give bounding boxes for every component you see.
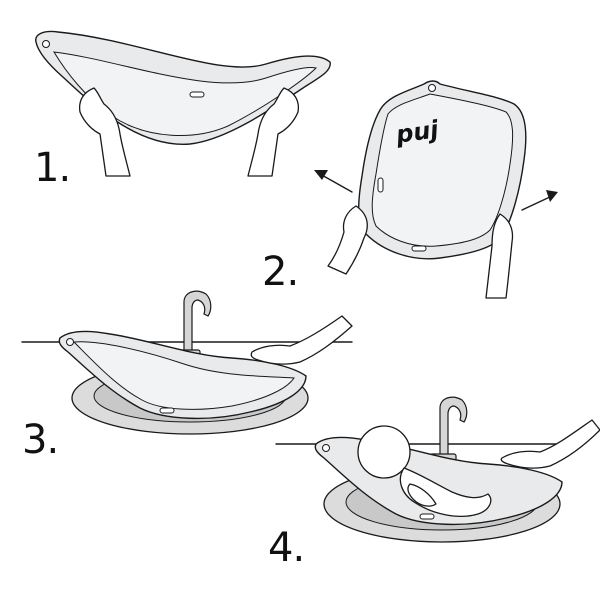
right-pull-arrowhead: [546, 190, 558, 202]
left-hand-step-2: [327, 205, 368, 275]
step-4-hand: [500, 419, 600, 469]
right-hand-step-1: [247, 87, 300, 177]
right-hand-step-2: [485, 213, 514, 299]
step-2-illustration: [314, 80, 558, 299]
step-4-number: 4.: [268, 525, 305, 571]
step-1-hang-hole: [42, 40, 50, 48]
step-2-side-slot: [377, 177, 384, 193]
step-1-drain-slot: [189, 91, 205, 98]
baby-head: [357, 425, 411, 479]
step-4-illustration: [275, 396, 600, 543]
step-2-number: 2.: [262, 249, 299, 295]
brand-logo: puj: [394, 115, 441, 149]
step-3-illustration: [21, 290, 353, 435]
step-2-drain-slot: [411, 245, 427, 252]
step-3-faucet: [183, 290, 212, 357]
step-3-tub-inner-rim: [72, 341, 295, 410]
left-hand-step-1: [78, 87, 131, 177]
right-pull-arrow: [521, 195, 553, 211]
left-pull-arrowhead: [314, 170, 328, 180]
step-3-hand: [250, 315, 353, 365]
left-pull-arrow: [319, 173, 353, 193]
step-4-hang-hole: [322, 444, 330, 452]
step-2-hang-hole: [428, 84, 436, 92]
step-3-hang-hole: [66, 338, 74, 346]
step-1-number: 1.: [34, 145, 71, 191]
step-3-drain-slot: [159, 407, 175, 414]
step-2-tub-inner-rim: [371, 93, 514, 247]
baby-arm: [407, 483, 437, 507]
step-3-number: 3.: [22, 417, 59, 463]
step-4-faucet: [439, 396, 468, 461]
step-1-illustration: [35, 30, 331, 177]
step-4-drain-slot: [419, 513, 435, 520]
